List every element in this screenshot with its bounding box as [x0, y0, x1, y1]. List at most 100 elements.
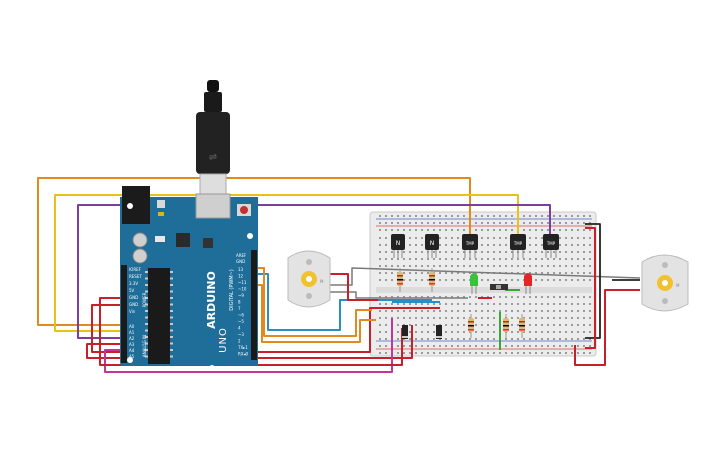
reset-button: [240, 206, 248, 214]
gnd-label: GND: [236, 259, 245, 264]
resistor-4: [503, 314, 509, 338]
motor-1-screw-bottom: [306, 293, 312, 299]
tmp-sensor-3-label: TMP: [546, 241, 556, 246]
usb-b-port: [195, 193, 231, 219]
wire-gray-a: [330, 267, 641, 286]
usb-cable-end: [207, 80, 219, 92]
atmega-pins: [145, 271, 173, 358]
motor-2-label: M: [676, 283, 680, 288]
usb-cable: ⇌: [196, 80, 230, 197]
breadboard-center-channel: [376, 287, 592, 293]
wire-red-b: [86, 325, 413, 359]
transistors: N N TMP TMP TMP: [391, 234, 559, 258]
npn-transistor-2-label: N: [430, 240, 435, 247]
breadboard-holes: [379, 215, 591, 354]
analog-label: ANALOG IN: [142, 335, 147, 357]
digital-pin-label-10: ~3: [238, 332, 244, 337]
capacitor-1: [132, 232, 148, 248]
usb-plug-housing: [196, 112, 230, 174]
resistor-2: [429, 268, 435, 292]
red-led: [524, 273, 532, 294]
analog-pin-label-5: A5: [129, 354, 135, 359]
power-pin-label-2: 3.3V: [129, 281, 138, 286]
digital-label: DIGITAL (PWM~): [229, 269, 235, 311]
tmp-sensor-1: TMP: [462, 234, 478, 258]
green-led: [470, 273, 478, 294]
digital-pin-label-12: TX▸1: [237, 345, 248, 350]
wire-red-rail: [585, 227, 596, 349]
motor-2-screw-bottom: [662, 298, 668, 304]
power-pin-label-5: GND: [129, 302, 138, 307]
power-header: [121, 265, 127, 323]
wires: [37, 177, 641, 373]
resistor-1: [397, 268, 403, 292]
wire-yellow: [54, 194, 519, 332]
arduino-board: ARDUINO UNO DIGITAL (PWM~) AREF GND 13 12…: [120, 186, 258, 371]
diode-2: [436, 325, 442, 339]
power-label: POWER: [142, 292, 147, 307]
digital-header: [251, 250, 257, 360]
power-pin-label-3: 5V: [129, 288, 135, 293]
usb-cable-strain-relief: [204, 92, 222, 112]
analog-pin-label-2: A2: [129, 336, 135, 341]
digital-pin-label-3: ~10: [238, 287, 247, 292]
wire-magenta: [104, 318, 393, 373]
dc-motor-2: M: [641, 254, 689, 312]
power-pin-label-0: IOREF: [129, 267, 142, 272]
tmp-sensor-3: TMP: [543, 234, 559, 258]
analog-header: [121, 323, 127, 363]
wire-orange-b: [258, 267, 372, 337]
digital-pin-label-9: 4: [238, 326, 241, 331]
mount-hole-4: [247, 233, 253, 239]
digital-pin-label-5: 8: [238, 300, 241, 305]
power-pin-labels: IOREF RESET 3.3V 5V GND GND Vin: [129, 267, 142, 314]
usb-icon: ⇌: [209, 152, 217, 163]
digital-pin-label-7: ~6: [238, 313, 244, 318]
power-pin-label-4: GND: [129, 295, 138, 300]
digital-pin-label-11: 2: [238, 339, 241, 344]
digital-pin-label-2: ~11: [238, 280, 247, 285]
wire-red-c: [99, 297, 403, 366]
analog-pin-label-3: A3: [129, 342, 135, 347]
analog-pin-label-0: A0: [129, 324, 135, 329]
slide-switch: [490, 284, 508, 290]
resistor-3: [468, 314, 474, 338]
tmp-sensor-1-label: TMP: [465, 241, 475, 246]
motor-1-shaft: [306, 276, 312, 282]
usb-chip: [176, 233, 190, 247]
arduino-logo-text: ARDUINO: [205, 271, 218, 329]
mount-hole-1: [127, 203, 133, 209]
usb-plug-metal: [199, 173, 227, 197]
dc-motor-1: M: [287, 250, 331, 308]
wire-black-rail: [585, 223, 601, 339]
digital-pin-label-13: RX◂0: [238, 352, 249, 357]
regulator: [203, 238, 213, 248]
crystal: [155, 236, 165, 242]
npn-transistor-1: N: [391, 234, 405, 258]
arduino-model-text: UNO: [218, 327, 229, 353]
components: [397, 268, 532, 339]
motor-2-shaft: [662, 280, 668, 286]
aref-label: AREF: [236, 253, 247, 258]
motor-1-screw-top: [306, 259, 312, 265]
atmega-chip: [148, 268, 170, 364]
wire-red-m1: [330, 273, 378, 301]
power-pin-label-1: RESET: [129, 274, 142, 279]
digital-pin-label-1: 12: [238, 274, 244, 279]
led-indicator: [158, 212, 164, 216]
analog-pin-label-1: A1: [129, 330, 135, 335]
mount-hole-2: [127, 357, 133, 363]
digital-pin-label-0: 13: [238, 267, 244, 272]
power-pin-label-6: Vin: [129, 309, 136, 314]
wire-gray-b: [330, 291, 468, 299]
mount-hole-3: [209, 365, 215, 371]
diode-1: [402, 325, 408, 339]
digital-pin-label-6: 7: [238, 306, 241, 311]
wire-red-m2: [574, 289, 640, 366]
npn-transistor-1-label: N: [396, 240, 401, 247]
resistor-5: [519, 314, 525, 338]
digital-pin-label-4: ~9: [238, 293, 244, 298]
wire-orange: [37, 177, 471, 326]
